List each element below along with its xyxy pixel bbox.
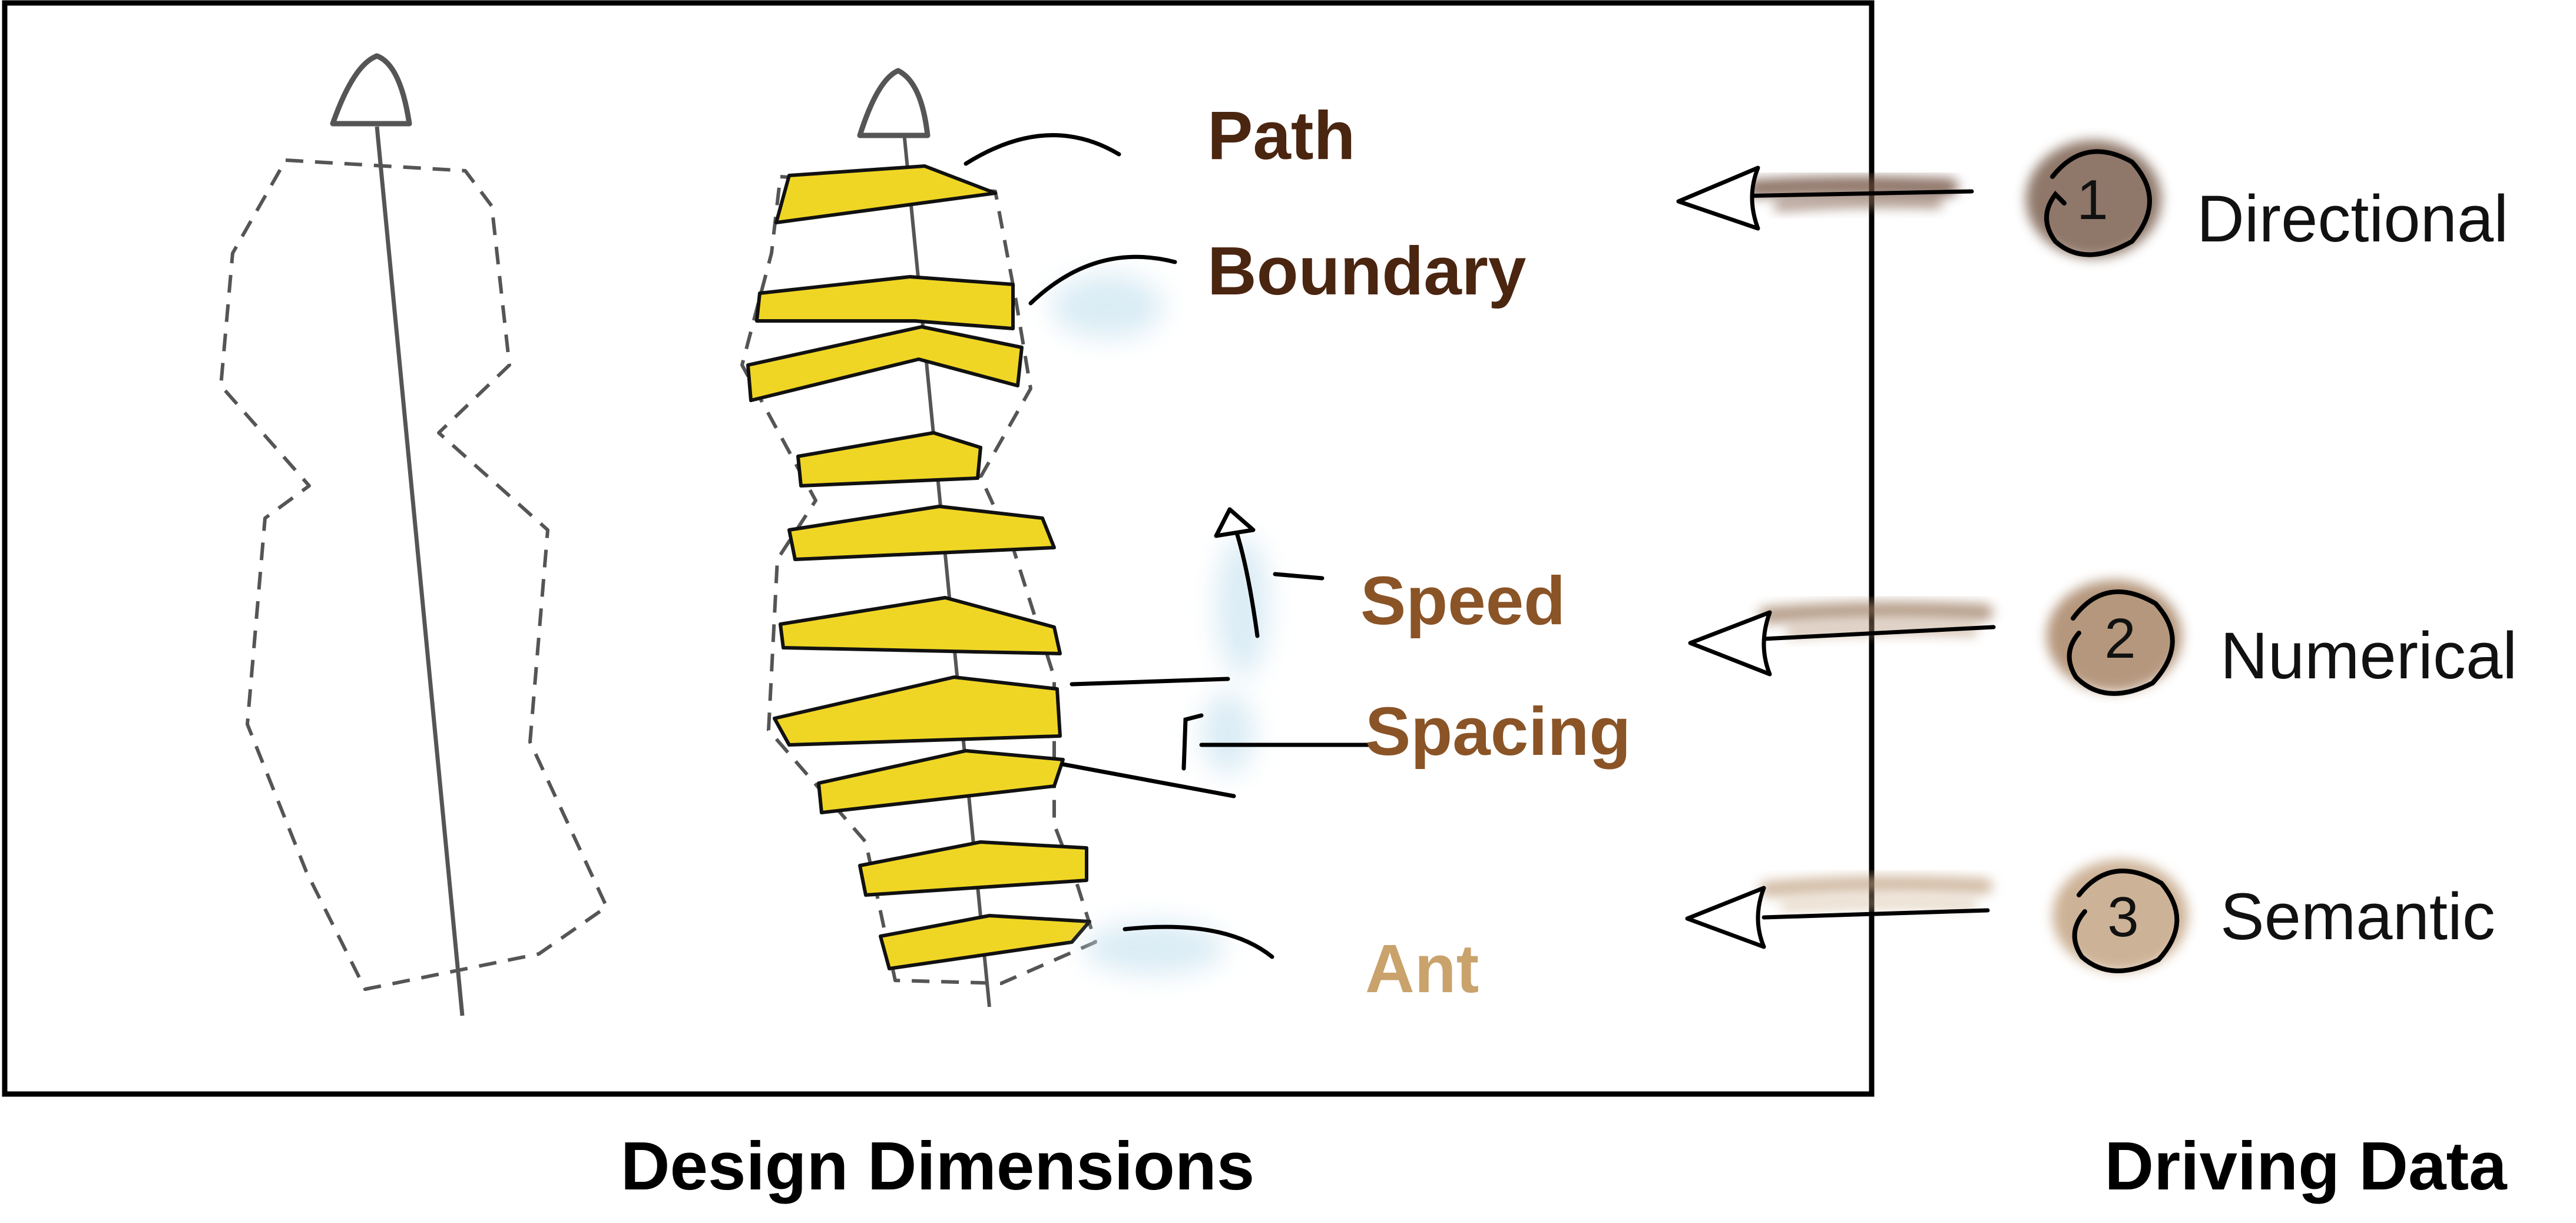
ant-stripe: [755, 275, 1015, 330]
ant-stripes: [746, 164, 1091, 970]
glow-speed: [1216, 536, 1269, 677]
caption-driving-data: Driving Data: [2104, 1128, 2508, 1204]
label-semantic: Semantic: [2220, 880, 2495, 953]
label-ant: Ant: [1365, 930, 1479, 1007]
arrow-directional: [1676, 165, 1974, 231]
glow-spacing: [1201, 692, 1254, 774]
driving-data-labels: Directional Numerical Semantic: [2197, 182, 2517, 953]
badge-numerical-circle-icon: [2067, 589, 2175, 696]
ant-stripe: [817, 749, 1065, 814]
connector-boundary: [1028, 254, 1177, 306]
ant-stripe: [858, 840, 1088, 897]
badge-directional: 1: [2026, 140, 2161, 258]
left-path-line: [375, 126, 465, 1016]
badge-semantic-number: 3: [2107, 886, 2138, 949]
connector-spacing-upper: [1070, 677, 1230, 687]
ant-stripe: [796, 431, 982, 488]
driving-data-badges: 1 2 3: [2026, 140, 2188, 973]
label-directional: Directional: [2197, 182, 2508, 256]
numerical-arrowhead-icon: [1688, 610, 1772, 677]
badge-numerical-number: 2: [2104, 607, 2135, 670]
left-dashed-boundary: [219, 158, 608, 991]
driving-data-arrows: [1676, 165, 1996, 949]
connector-path: [963, 133, 1121, 166]
connector-spacing-lower: [1061, 762, 1236, 798]
badge-semantic-circle-icon: [2072, 869, 2180, 973]
ant-stripe: [787, 505, 1056, 561]
ant-stripe: [774, 164, 997, 224]
left-sketch: [219, 53, 608, 1016]
smudge-directional: [1746, 176, 1958, 211]
label-path: Path: [1207, 97, 1355, 174]
arrow-numerical: [1688, 602, 1996, 677]
label-spacing: Spacing: [1365, 693, 1631, 770]
dimension-connectors: [963, 133, 1378, 959]
arrow-semantic: [1685, 876, 1992, 949]
speed-arrowhead-icon: [1214, 507, 1256, 538]
label-speed: Speed: [1360, 562, 1565, 639]
ant-stripe: [879, 914, 1091, 970]
glow-ant: [1084, 922, 1225, 975]
ant-trail: [740, 68, 1097, 1007]
smudge-semantic: [1759, 876, 1992, 911]
directional-arrowhead-icon: [1676, 165, 1760, 231]
connector-glows: [1051, 274, 1269, 975]
ant-stripe: [746, 325, 1024, 402]
design-frame: [2, 0, 1875, 1097]
glow-boundary: [1051, 274, 1163, 339]
ant-stripe: [773, 675, 1062, 747]
connector-ant: [1123, 924, 1274, 959]
label-boundary: Boundary: [1207, 233, 1526, 309]
connector-speed-arrow: [1234, 531, 1260, 638]
connector-speed-dash: [1273, 572, 1325, 581]
label-numerical: Numerical: [2220, 619, 2517, 692]
caption-design-dimensions: Design Dimensions: [621, 1128, 1254, 1204]
ant-trail-arrowhead-icon: [857, 68, 931, 138]
semantic-arrowhead-icon: [1685, 886, 1766, 949]
badge-semantic: 3: [2052, 860, 2188, 973]
dimension-labels: Path Boundary Speed Spacing Ant: [1207, 97, 1631, 1007]
ant-stripe: [779, 596, 1062, 655]
left-path-arrowhead-icon: [330, 53, 412, 127]
badge-directional-circle-icon: [2044, 149, 2152, 257]
connector-spacing-bracket: [1181, 713, 1378, 771]
badge-directional-number: 1: [2077, 168, 2108, 231]
badge-numerical: 2: [2047, 580, 2182, 696]
